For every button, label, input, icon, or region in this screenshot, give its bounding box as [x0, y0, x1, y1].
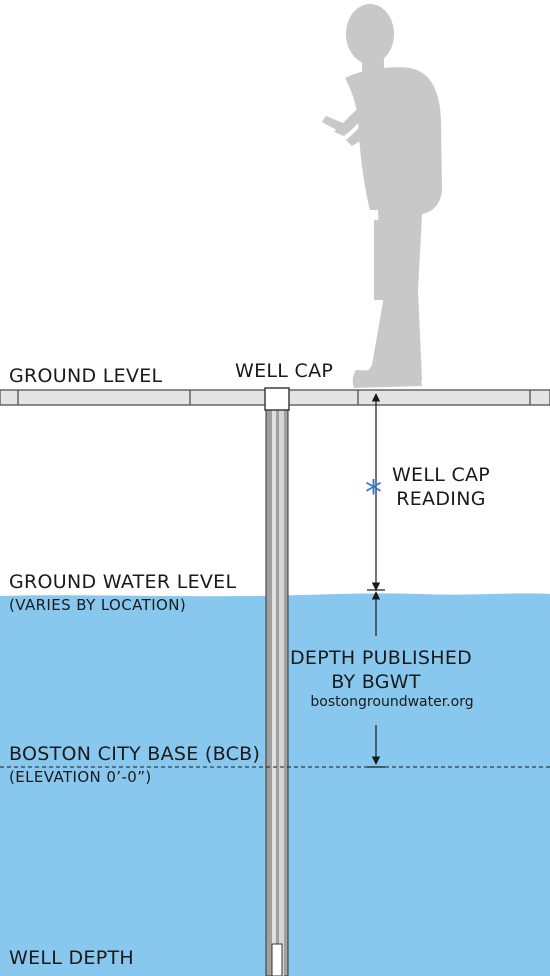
website-label: bostongroundwater.org — [310, 694, 474, 710]
well-cap-reading-line1: WELL CAP — [391, 464, 491, 486]
well-cap — [264, 387, 290, 411]
ground-level-label: GROUND LEVEL — [9, 365, 163, 387]
elevation-label: (ELEVATION 0’-0”) — [9, 768, 152, 786]
boston-city-base-label: BOSTON CITY BASE (BCB) — [9, 743, 261, 765]
ground-water-level-label: GROUND WATER LEVEL — [9, 571, 237, 593]
well-cap-reading-label: WELL CAP READING — [383, 464, 499, 510]
well-pipe — [265, 404, 289, 976]
reading-marker-icon: * — [365, 473, 382, 513]
person-silhouette — [322, 4, 442, 388]
well-cap-label: WELL CAP — [235, 360, 334, 382]
depth-published-line1: DEPTH PUBLISHED — [290, 647, 473, 669]
depth-published-line2: BY BGWT — [331, 671, 421, 693]
varies-by-location-label: (VARIES BY LOCATION) — [9, 596, 187, 614]
depth-published-label: DEPTH PUBLISHED BY BGWT — [290, 647, 473, 693]
well-cap-reading-line2: READING — [396, 488, 486, 510]
well-depth-label: WELL DEPTH — [9, 947, 134, 969]
